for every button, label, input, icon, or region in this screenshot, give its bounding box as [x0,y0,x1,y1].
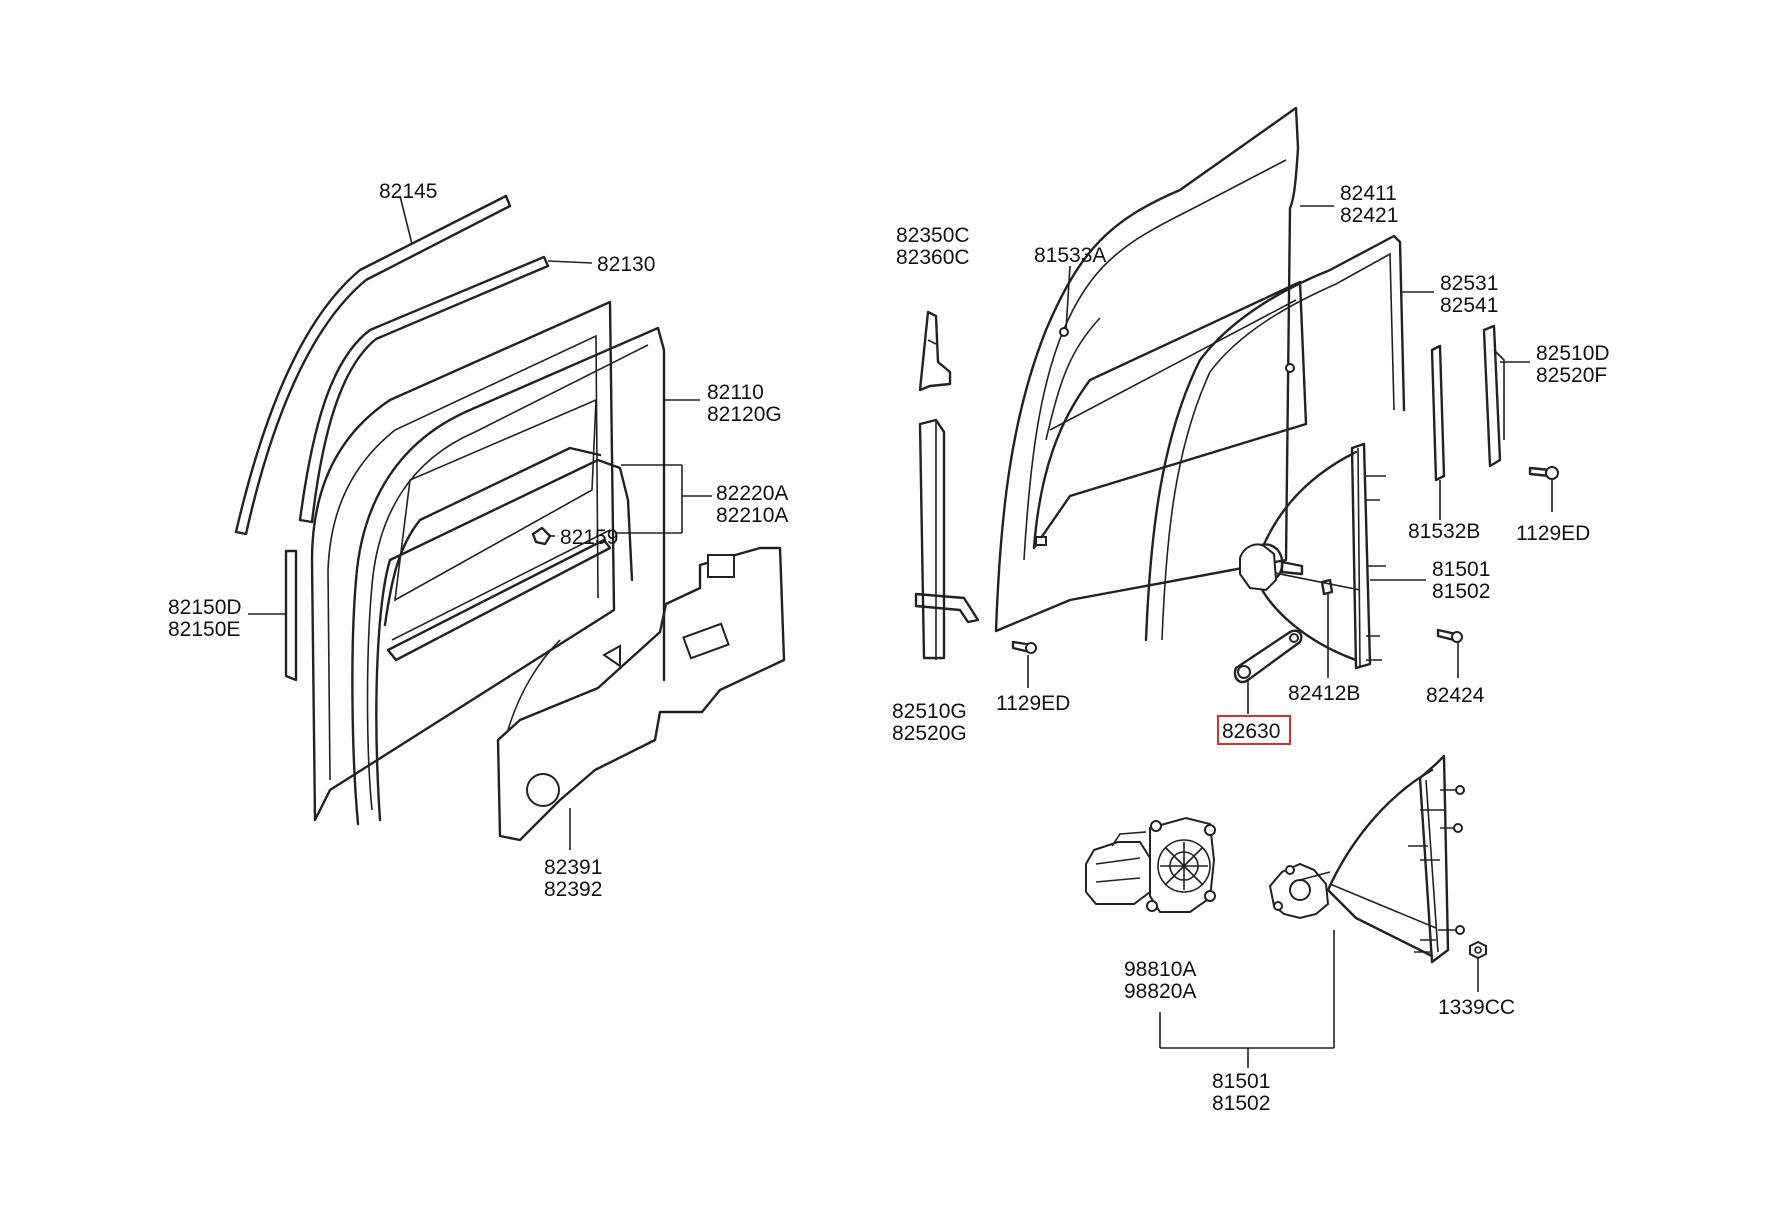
screw-1129ED-right [1528,466,1559,480]
screw-1129ED-mid [1011,640,1037,654]
regulator-power-81501 [1268,754,1465,964]
label-82150D[interactable]: 82150D [168,596,242,619]
label-82424[interactable]: 82424 [1426,684,1485,707]
leader-lines-left [248,195,712,850]
regulator-manual-81501 [1239,442,1386,670]
label-82411[interactable]: 82411 [1340,182,1397,205]
label-82350C[interactable]: 82350C [896,224,970,247]
label-82520G[interactable]: 82520G [892,722,967,745]
label-82145[interactable]: 82145 [379,180,437,203]
label-81501-lower[interactable]: 81501 [1212,1070,1270,1093]
bolt-82412B [1320,578,1334,596]
label-82541[interactable]: 82541 [1440,294,1498,317]
label-81502-upper[interactable]: 81502 [1432,580,1490,603]
nut-1339CC [1469,940,1487,960]
label-82391[interactable]: 82391 [544,856,602,879]
label-98820A[interactable]: 98820A [1124,980,1196,1003]
strip-82130 [298,255,550,524]
strip-81532B [1430,344,1446,482]
clip-82159 [531,526,552,546]
leader-81533A [1059,265,1071,337]
label-82630[interactable]: 82630 [1222,720,1280,743]
label-98810A[interactable]: 98810A [1124,958,1196,981]
bracket-82350C [918,310,952,392]
label-82130[interactable]: 82130 [597,253,655,276]
label-82510D[interactable]: 82510D [1536,342,1610,365]
motor-98810A [1085,816,1216,913]
label-82412B[interactable]: 82412B [1288,682,1360,705]
strip-82150D [284,549,298,682]
door-inner-frame [375,398,634,822]
label-1129ED-right[interactable]: 1129ED [1516,522,1590,545]
label-82120G[interactable]: 82120G [707,403,782,426]
leader-lines-lower [1159,930,1479,1068]
label-82360C[interactable]: 82360C [896,246,970,269]
label-82210A[interactable]: 82210A [716,504,788,527]
label-82159[interactable]: 82159 [560,526,618,549]
label-81532B[interactable]: 81532B [1408,520,1480,543]
bracket-82510D [1482,324,1505,468]
channel-82510G [914,418,980,660]
trim-panel-82391 [496,546,786,842]
label-82520F[interactable]: 82520F [1536,364,1607,387]
label-82150E[interactable]: 82150E [168,618,240,641]
label-82510G[interactable]: 82510G [892,700,967,723]
label-82421[interactable]: 82421 [1340,204,1398,227]
bolt-82424 [1436,628,1463,643]
glass-82411 [994,106,1308,633]
door-frame-82110 [310,300,666,826]
label-81502-lower[interactable]: 81502 [1212,1092,1270,1115]
label-82531[interactable]: 82531 [1440,272,1498,295]
label-1129ED-mid[interactable]: 1129ED [996,692,1070,715]
run-channel-82531 [1144,234,1406,642]
leader-lines-mid [1027,205,1553,714]
highlight-box-82630 [1217,715,1291,745]
label-82220A[interactable]: 82220A [716,482,788,505]
label-82110[interactable]: 82110 [707,381,764,404]
weatherstrip-82145 [234,194,512,536]
label-82392[interactable]: 82392 [544,878,602,901]
label-1339CC[interactable]: 1339CC [1438,996,1515,1019]
handle-82630 [1233,629,1303,684]
label-81533A[interactable]: 81533A [1034,244,1106,267]
part-labels: 82145 82130 82110 82120G 82220A 82210A 8… [168,180,1610,1115]
label-81501-upper[interactable]: 81501 [1432,558,1490,581]
